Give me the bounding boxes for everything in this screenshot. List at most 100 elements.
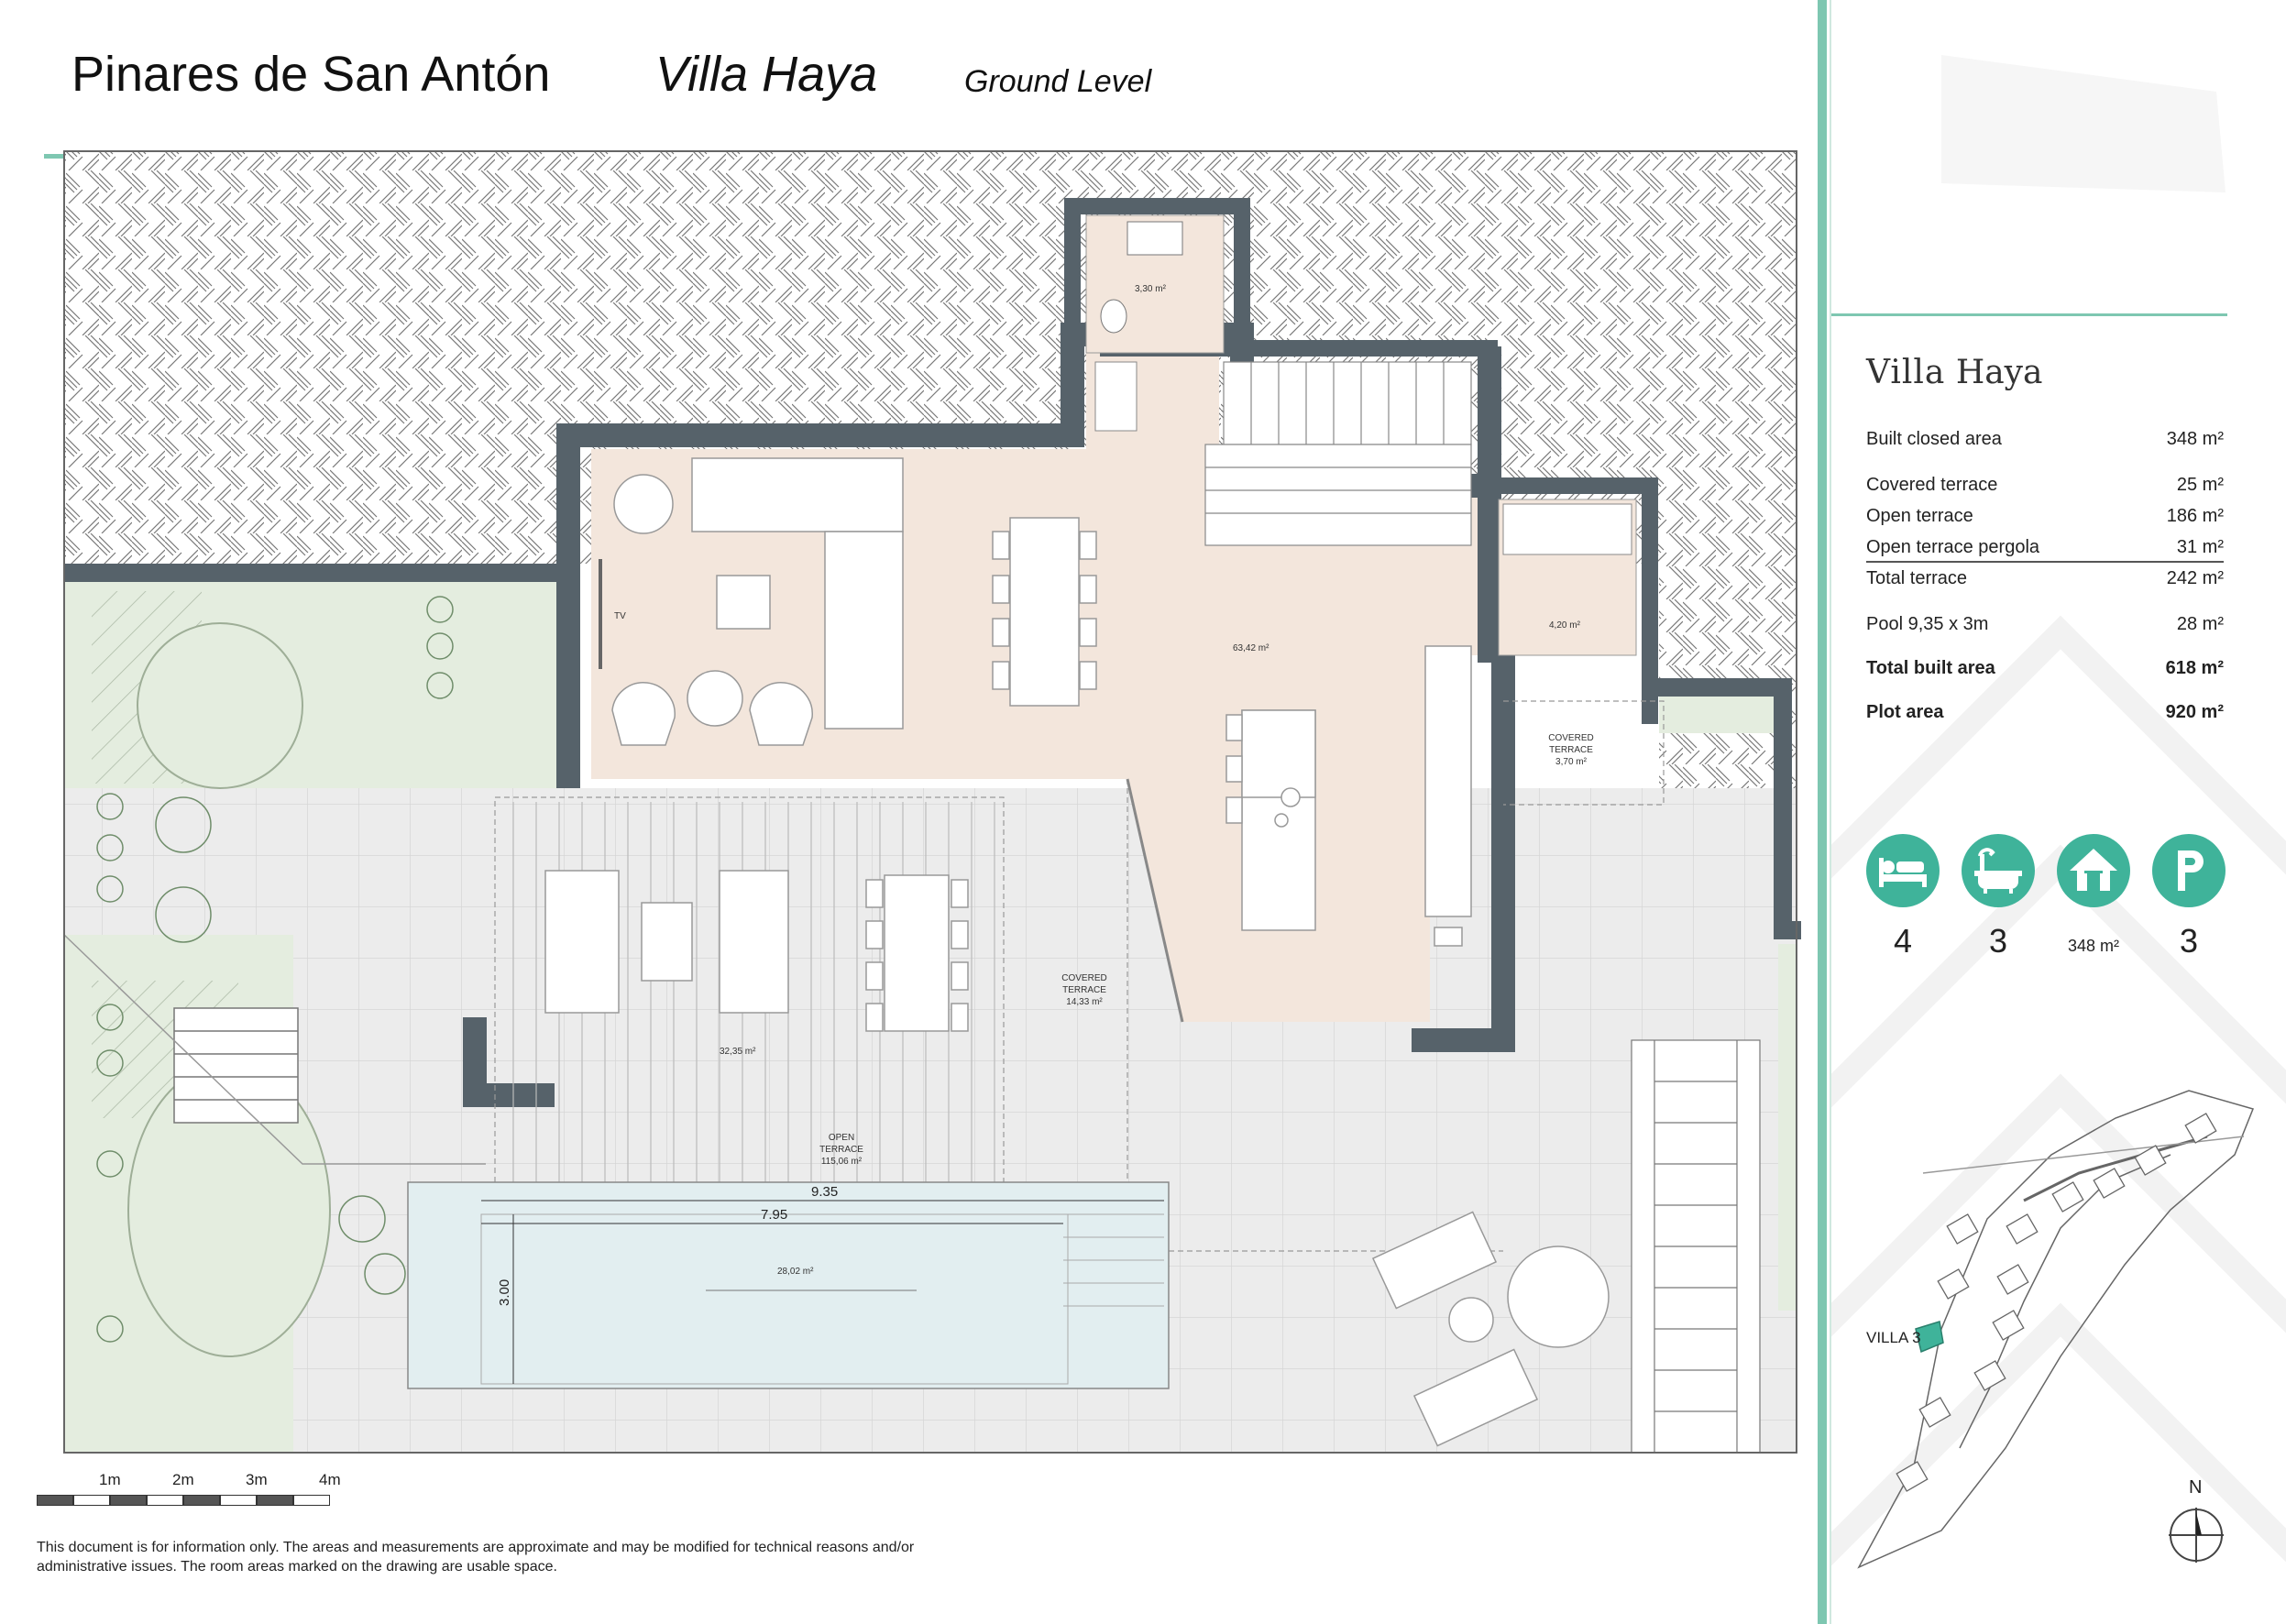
parking-icon (2152, 834, 2226, 907)
level-name: Ground Level (964, 64, 1152, 99)
covered-terrace-small-l1: COVERED (1548, 733, 1593, 743)
covered-terrace-main-l2: TERRACE (1062, 985, 1106, 995)
scale-label-1: 1m (99, 1471, 121, 1488)
scale-segment (110, 1495, 147, 1506)
garden-stair (63, 934, 486, 1165)
laundry-area: 4,20 m² (1549, 620, 1581, 631)
villa-3-label: VILLA 3 (1866, 1329, 1921, 1346)
project-name: Pinares de San Antón (71, 47, 551, 102)
pool-length: 9.35 (811, 1184, 838, 1200)
area-value: 31 m² (2176, 537, 2224, 557)
house-area: 348 m² (2067, 937, 2120, 955)
parking-count: 3 (2179, 922, 2199, 960)
living-furniture (611, 457, 1472, 947)
entry-closet (1094, 361, 1138, 432)
area-label: Open terrace (1866, 506, 1973, 526)
covered-terrace-small-l3: 3,70 m² (1555, 757, 1588, 767)
garden-right-strip (1778, 944, 1797, 1311)
plan-frame (63, 150, 1797, 1454)
interior-stair (1204, 361, 1472, 546)
garden-bush-2 (137, 622, 303, 789)
disclaimer: This document is for information only. T… (37, 1540, 915, 1575)
site-map (1857, 1090, 2255, 1569)
open-terrace-l3: 115,06 m² (821, 1157, 863, 1167)
villa-3-highlight (1915, 1321, 1944, 1354)
north-label: N (2189, 1477, 2203, 1498)
pool-width: 3.00 (497, 1279, 512, 1306)
area-value: 618 m² (2165, 658, 2224, 678)
scale-segment (73, 1495, 110, 1506)
covered-terrace-small-l2: TERRACE (1549, 745, 1593, 755)
pool-side-stair (1631, 1039, 1761, 1454)
sidebar: Villa Haya Built closed area 348 m² Cover… (1831, 0, 2286, 1624)
area-row: Covered terrace 25 m² (1866, 475, 2224, 496)
living-area: 63,42 m² (1233, 643, 1269, 653)
area-row: Open terrace pergola 31 m² (1866, 537, 2224, 558)
laundry-closet (1502, 503, 1632, 555)
area-row: Plot area 920 m² (1866, 702, 2224, 723)
bathtub-icon (1962, 834, 2035, 907)
area-value: 28 m² (2176, 614, 2224, 634)
area-row: Total built area 618 m² (1866, 658, 2224, 679)
area-label: Total built area (1866, 658, 1995, 678)
wc-toilet (1100, 299, 1127, 334)
area-value: 25 m² (2176, 475, 2224, 495)
area-label: Built closed area (1866, 429, 2002, 449)
sidebar-divider (1831, 313, 2227, 316)
scale-label-4: 4m (319, 1471, 341, 1488)
area-value: 920 m² (2165, 702, 2224, 722)
sidebar-title: Villa Haya (1866, 354, 2043, 391)
bed-icon (1866, 834, 1940, 907)
open-terrace-l1: OPEN (829, 1133, 854, 1143)
pool-steps (1063, 1213, 1164, 1307)
floor-plan: 3,30 m² 4,20 m² TV 63,42 m² (63, 150, 1801, 1454)
dining-terrace-area: 32,35 m² (720, 1047, 756, 1057)
area-row: Built closed area 348 m² (1866, 429, 2224, 450)
covered-terrace-main-l1: COVERED (1061, 973, 1106, 983)
scale-bar: 1m 2m 3m 4m (37, 1471, 348, 1517)
area-label: Covered terrace (1866, 475, 1998, 495)
scale-segment (147, 1495, 183, 1506)
sidebar-accent-line-inner (1830, 0, 1831, 1624)
area-row: Pool 9,35 x 3m 28 m² (1866, 614, 2224, 635)
scale-segment (183, 1495, 220, 1506)
house-icon (2057, 834, 2130, 907)
tv-label: TV (614, 611, 626, 621)
pool-inner-length: 7.95 (761, 1207, 787, 1223)
area-label: Pool 9,35 x 3m (1866, 614, 1989, 634)
page-header: Pinares de San Antón Villa Haya Ground L… (0, 37, 1815, 159)
villa-name: Villa Haya (655, 47, 878, 102)
north-arrow-icon (2169, 1508, 2224, 1563)
covered-terrace-main-l3: 14,33 m² (1066, 997, 1103, 1007)
scale-label-2: 2m (172, 1471, 194, 1488)
outdoor-furniture (544, 870, 1610, 1447)
north-arrow: N (2169, 1477, 2224, 1569)
pool-inner (480, 1213, 1069, 1385)
area-value: 186 m² (2166, 506, 2224, 526)
glazing-line (1126, 778, 1184, 1023)
wc-area: 3,30 m² (1135, 284, 1167, 294)
area-table-divider (1866, 561, 2224, 563)
bedroom-count: 4 (1893, 922, 1913, 960)
scale-label-3: 3m (246, 1471, 268, 1488)
scale-segment (257, 1495, 293, 1506)
area-row: Open terrace 186 m² (1866, 506, 2224, 527)
bathroom-count: 3 (1988, 922, 2008, 960)
area-value: 242 m² (2166, 568, 2224, 588)
sidebar-title-a: Villa (1866, 354, 1946, 391)
area-row: Total terrace 242 m² (1866, 568, 2224, 589)
sidebar-accent-line (1818, 0, 1827, 1624)
pool (407, 1181, 1170, 1389)
plant-group (96, 596, 454, 1343)
pool-area: 28,02 m² (777, 1267, 814, 1277)
sidebar-title-b: Haya (1955, 354, 2043, 391)
scale-segment (220, 1495, 257, 1506)
area-label: Open terrace pergola (1866, 537, 2040, 557)
scale-segment (293, 1495, 330, 1506)
area-label: Total terrace (1866, 568, 1968, 588)
open-terrace-l2: TERRACE (819, 1145, 863, 1155)
area-label: Plot area (1866, 702, 1944, 722)
wc-sink (1127, 221, 1183, 256)
area-value: 348 m² (2166, 429, 2224, 449)
scale-segment (37, 1495, 73, 1506)
